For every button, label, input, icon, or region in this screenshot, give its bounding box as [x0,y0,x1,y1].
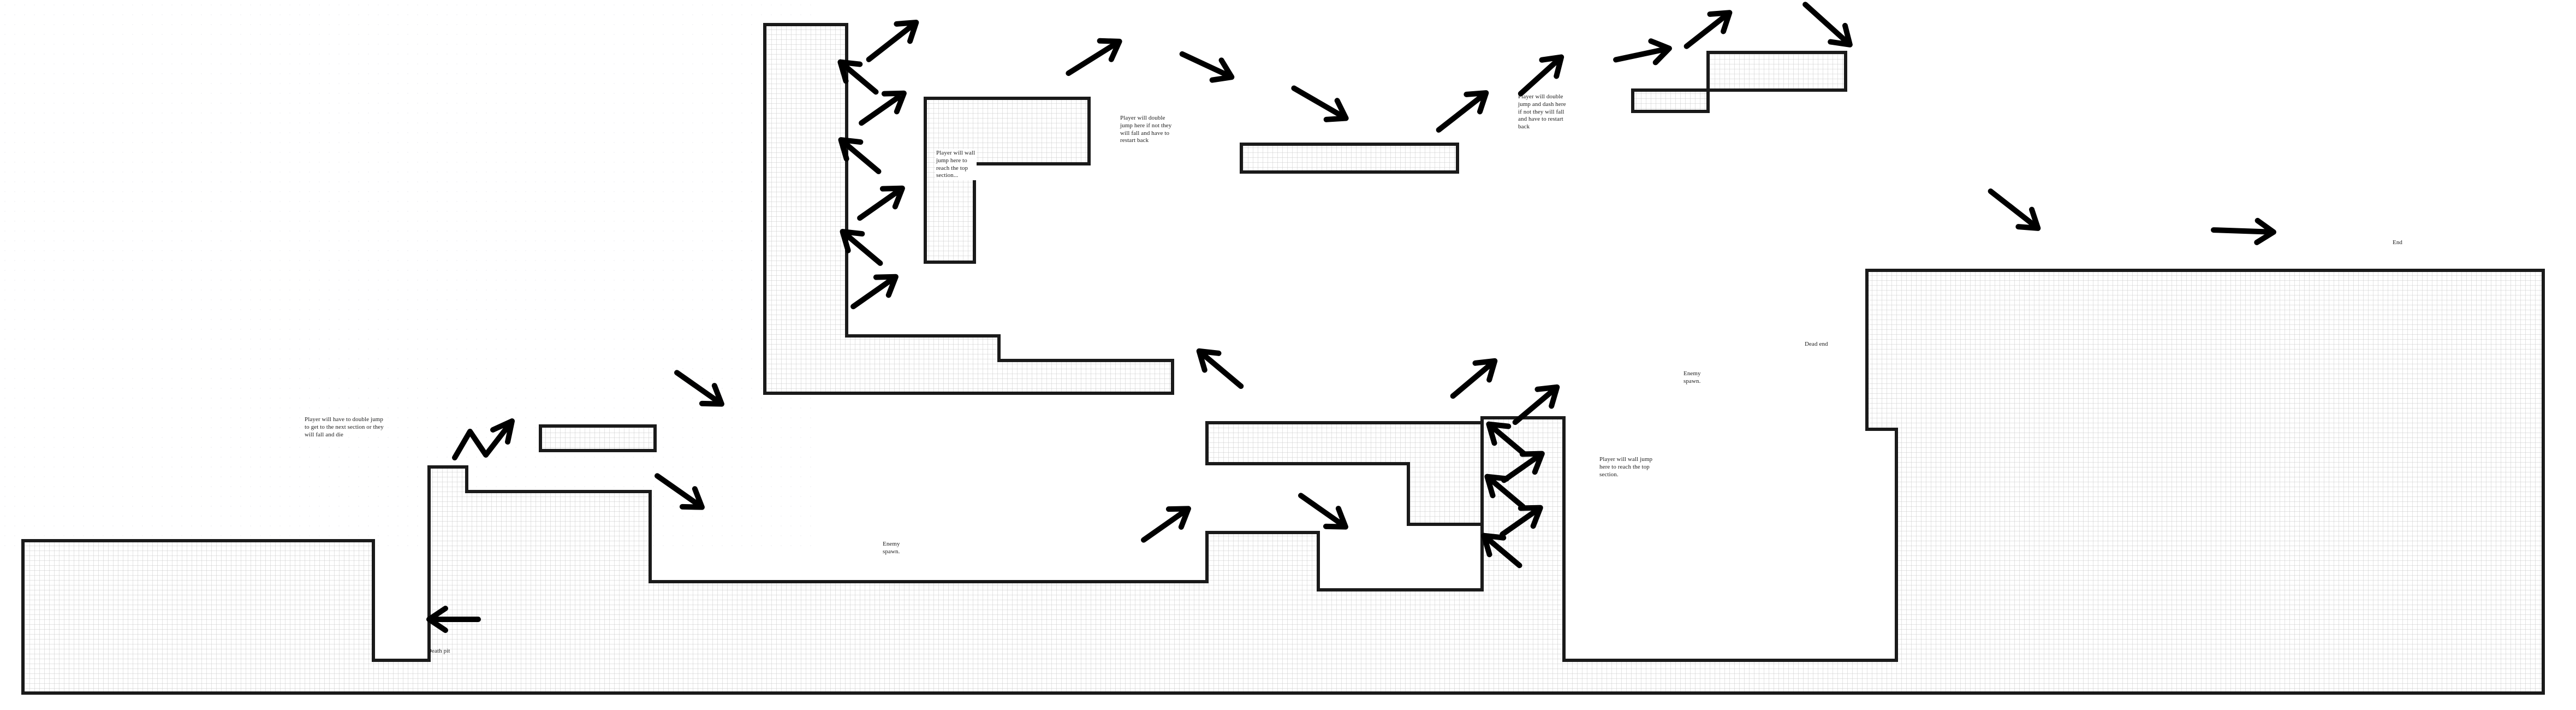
path-arrow [1066,38,1122,76]
path-arrow [1481,532,1522,569]
path-arrow [1436,90,1489,133]
path-arrow [1512,384,1560,425]
annotation-end-label: End [2393,239,2403,246]
annotation-enemy-spawn-right: Enemy spawn. [1683,370,1701,384]
path-arrow [850,274,899,310]
path-arrow [1988,188,2041,231]
annotation-double-jump-dash-note: Player will double jump and dash here if… [1518,93,1566,130]
floating-bar-platform [1240,143,1459,174]
path-arrow [1802,2,1853,48]
path-arrow [1501,451,1545,483]
floating-platform-small [539,424,657,452]
annotation-double-jump-note-top: Player will double jump here if not they… [1120,115,1172,144]
l-shaped-platform [1205,421,1484,526]
path-arrow [1683,10,1733,49]
path-arrow [857,185,905,221]
annotation-dead-end-label: Dead end [1805,341,1828,347]
path-arrow [1613,38,1672,66]
path-arrow [859,90,907,126]
ground-terrain [21,269,2545,695]
path-arrow [840,229,883,266]
path-arrow [655,473,705,510]
path-arrow [838,137,882,174]
path-arrow [1518,54,1564,97]
step-platform-topright [1631,88,1710,113]
path-arrow [1484,474,1526,510]
path-arrow [426,606,481,633]
path-arrow [674,370,724,407]
path-arrow [1298,493,1348,530]
annotation-wall-jump-note-right: Player will wall jump here to reach the … [1598,455,1655,480]
path-arrow [2211,217,2276,245]
annotation-wall-jump-note-tower: Player will wall jump here to reach the … [935,149,977,180]
annotation-death-pit-label: Death pit [427,648,450,654]
path-arrow [1450,358,1498,399]
path-arrow [1196,348,1244,389]
path-arrow [1486,421,1527,457]
annotation-enemy-spawn-left: Enemy spawn. [883,541,900,555]
annotation-double-jump-note-left: Player will have to double jump to get t… [305,416,384,438]
path-arrow [866,20,919,62]
double-jump-zigzag-arrow [452,418,515,460]
path-arrow [1500,505,1543,537]
path-arrow [837,59,879,95]
path-arrow [1179,51,1235,83]
path-arrow [1141,506,1191,543]
path-arrow [1291,85,1349,122]
platform-topright [1706,51,1847,92]
tall-tower [763,23,1174,395]
